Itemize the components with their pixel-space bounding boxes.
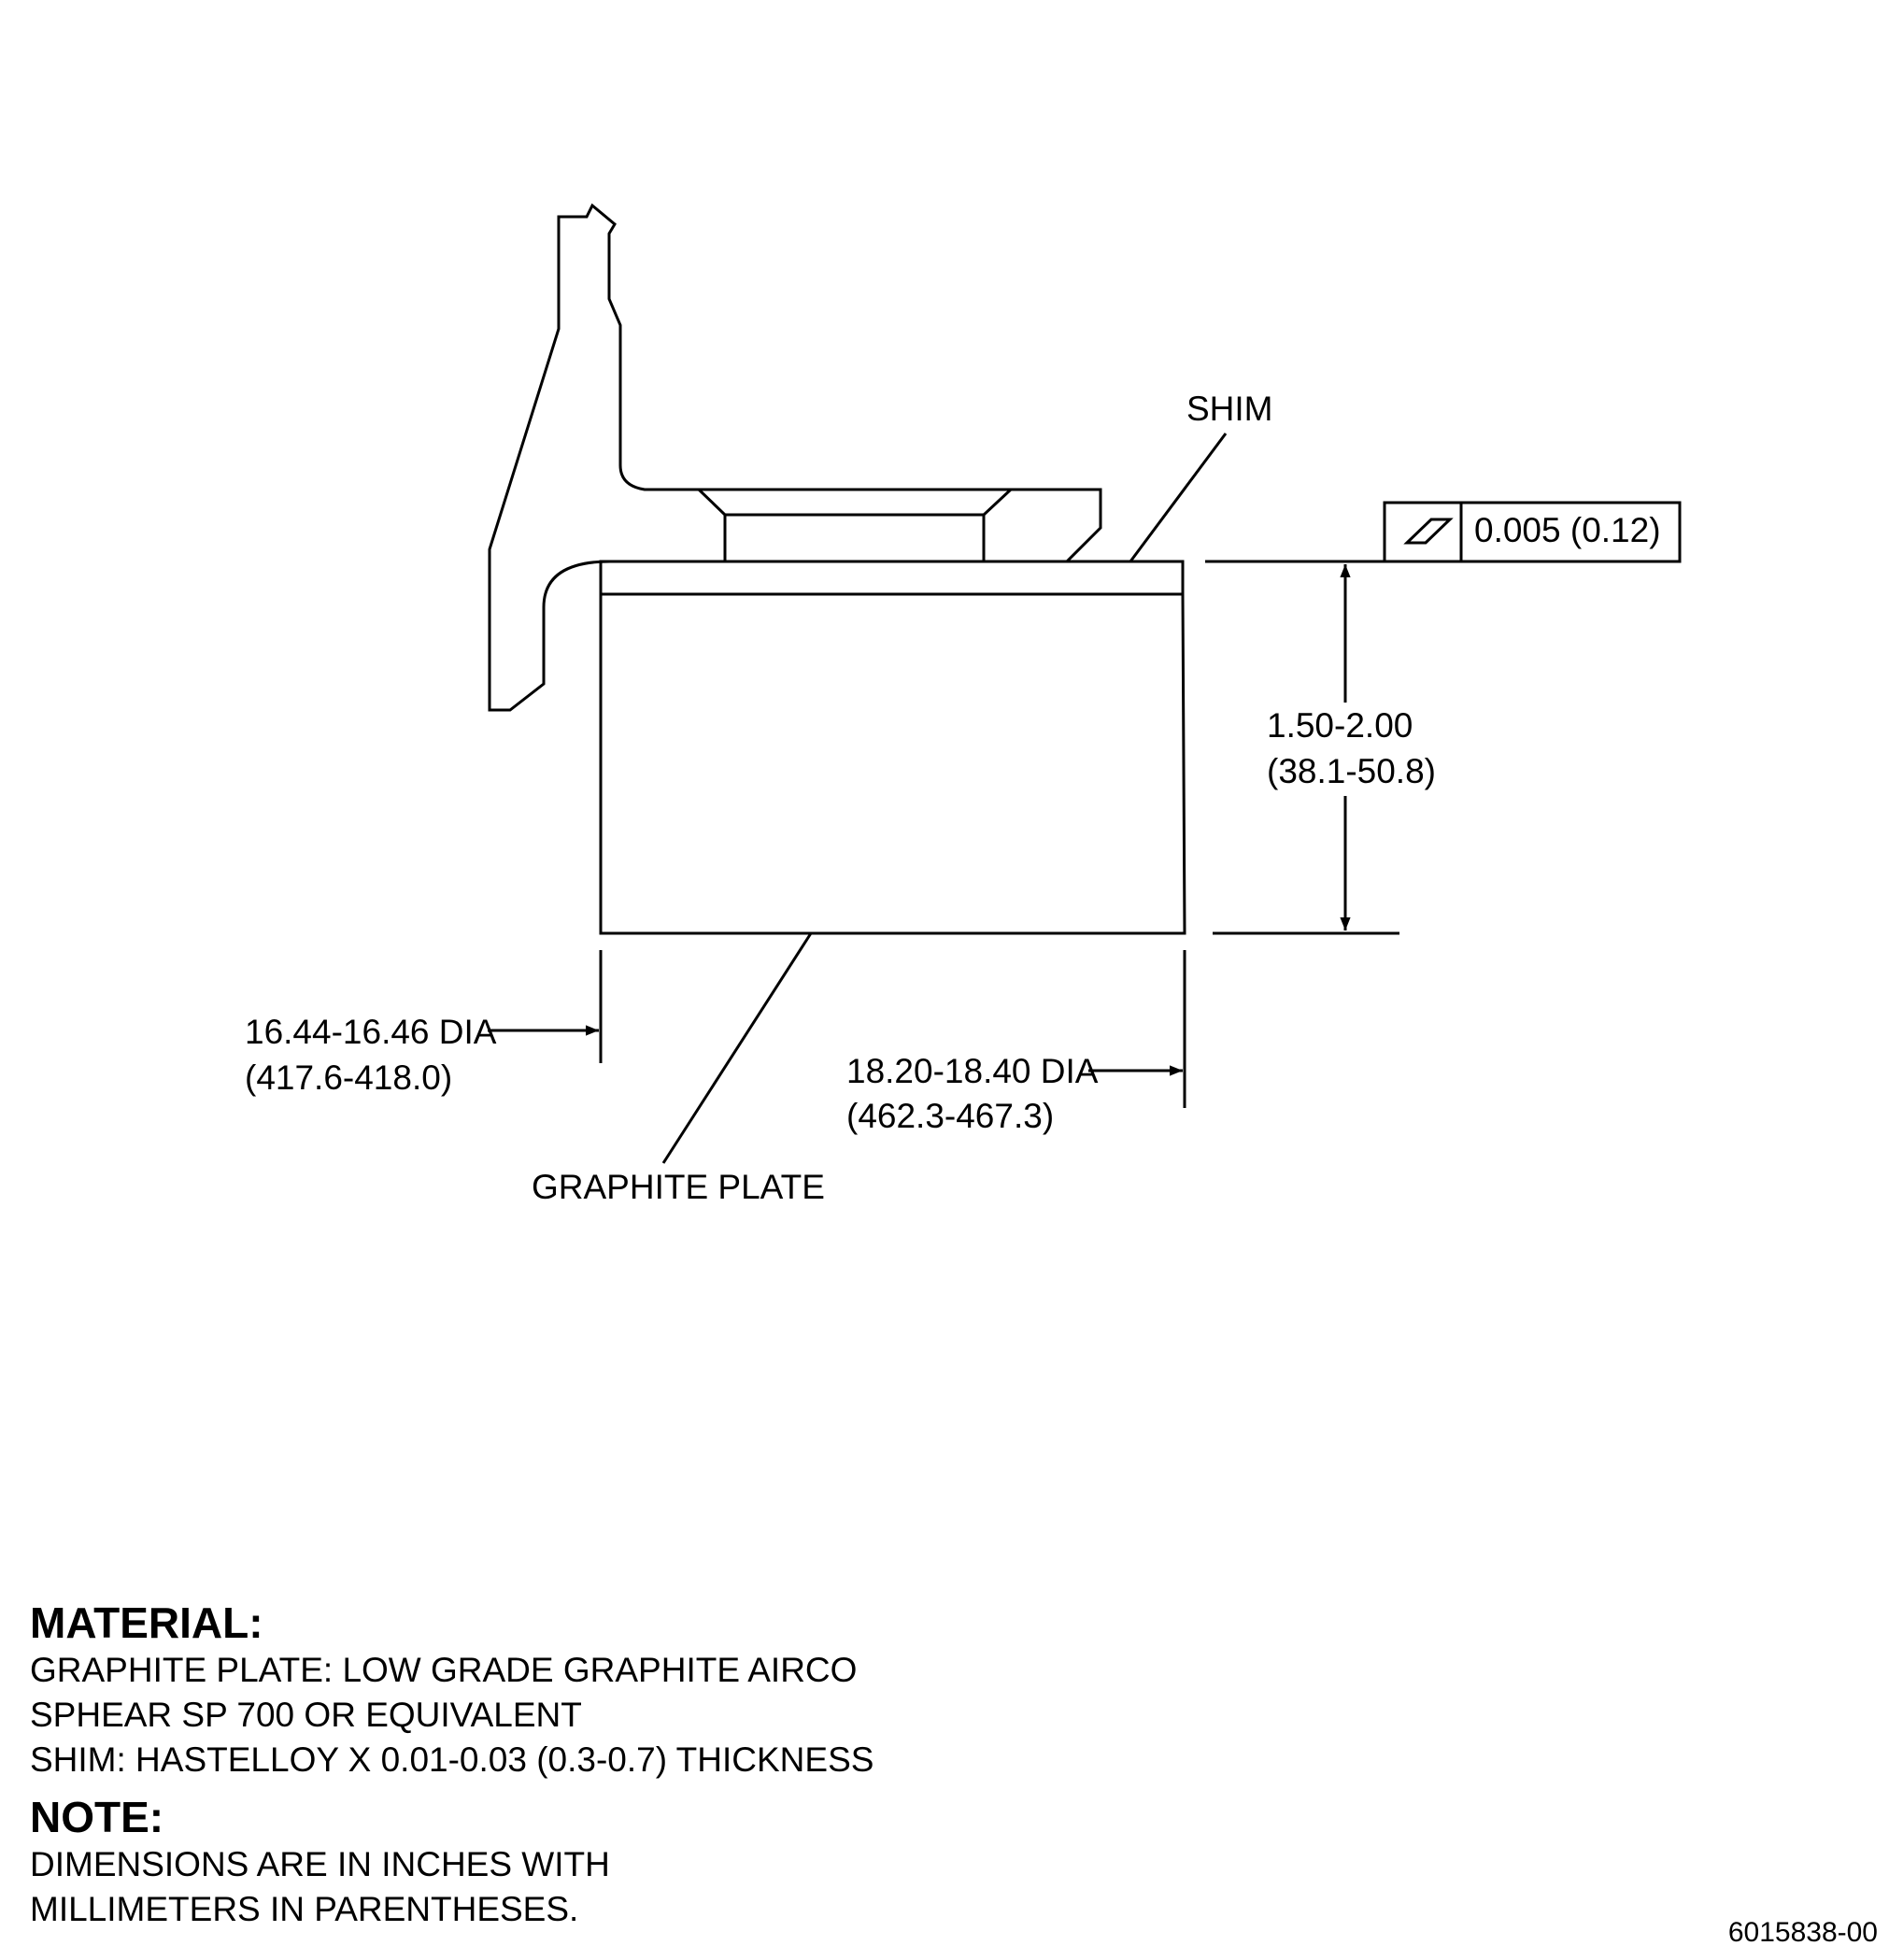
graphite-plate-body xyxy=(599,593,1186,935)
inner-dia-mm: (417.6-418.0) xyxy=(245,1058,452,1097)
material-line: GRAPHITE PLATE: LOW GRADE GRAPHITE AIRCO xyxy=(30,1651,858,1689)
flatness-parallelogram-icon xyxy=(1403,518,1454,545)
document-number: 6015838-00 xyxy=(1727,1917,1878,1948)
note-heading: NOTE: xyxy=(30,1793,164,1841)
height-dimension-mm: (38.1-50.8) xyxy=(1267,752,1436,790)
outer-dia-inches: 18.20-18.40 DIA xyxy=(846,1052,1099,1090)
flatness-feature-control-frame xyxy=(1383,501,1682,563)
material-heading: MATERIAL: xyxy=(30,1598,263,1647)
inner-dia-inches: 16.44-16.46 DIA xyxy=(245,1013,497,1051)
shim-label: SHIM xyxy=(1186,390,1273,428)
note-line: MILLIMETERS IN PARENTHESES. xyxy=(30,1890,579,1928)
material-line: SHIM: HASTELLOY X 0.01-0.03 (0.3-0.7) TH… xyxy=(30,1740,874,1779)
fixture-ring xyxy=(697,488,1013,561)
outer-dia-mm: (462.3-467.3) xyxy=(846,1097,1054,1135)
shim-leader-line xyxy=(1129,433,1228,562)
holder-part xyxy=(488,203,1102,712)
graphite-plate-leader-line xyxy=(661,932,813,1164)
notes-block: MATERIAL: GRAPHITE PLATE: LOW GRADE GRAP… xyxy=(30,1598,1151,1932)
graphite-plate-label: GRAPHITE PLATE xyxy=(532,1168,825,1206)
height-dimension-inches: 1.50-2.00 xyxy=(1267,706,1413,745)
flatness-tolerance-value: 0.005 (0.12) xyxy=(1474,511,1661,549)
note-line: DIMENSIONS ARE IN INCHES WITH xyxy=(30,1845,610,1883)
shim-layer xyxy=(599,560,1185,596)
material-line: SPHEAR SP 700 OR EQUIVALENT xyxy=(30,1696,582,1734)
